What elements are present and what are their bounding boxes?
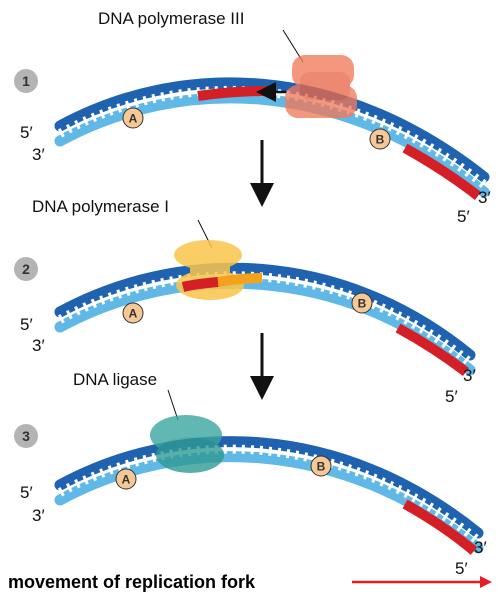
marker-a-label: A [129,112,138,126]
left-top-end-label: 5′ [20,483,33,502]
rna-primer [402,499,478,555]
marker-a-label: A [129,307,138,321]
rna-primer [395,323,470,376]
right-bottom-end-label: 5′ [445,387,458,406]
new-dna-segment [217,273,263,287]
step-number: 2 [22,261,30,277]
step-number: 3 [22,428,30,444]
marker-b-label: B [358,297,367,311]
step-1: 1 DNA polymerase III A B 5′ 3′ 3′ 5′ [14,9,491,226]
enzyme-label: DNA ligase [73,370,157,389]
step-2: 2 DNA polymerase I A B 5′ 3′ 3′ 5′ [14,197,476,406]
template-strand-dark [54,262,476,361]
step-3: 3 DNA ligase A B 5′ 3′ 3′ 5′ [14,370,487,578]
right-top-end-label: 3′ [478,188,491,207]
rna-primer [181,277,219,292]
replication-fork-label: movement of replication fork [8,572,256,592]
step-badge [14,257,38,281]
right-bottom-end-label: 5′ [457,207,470,226]
dna-polymerase-iii [285,55,357,118]
marker-a-label: A [122,473,131,487]
replication-fork-arrow [352,576,492,588]
enzyme-label: DNA polymerase III [98,9,244,28]
step-badge [14,69,38,93]
marker-b-label: B [317,460,326,474]
rna-primer [197,86,269,101]
right-top-end-label: 3′ [463,366,476,385]
right-bottom-end-label: 5′ [455,559,468,578]
base-pairs [57,85,487,189]
marker-b [310,455,332,477]
template-strand-dark [54,436,484,539]
left-bottom-end-label: 3′ [32,336,45,355]
marker-b [369,128,391,150]
rna-primer [402,143,482,200]
marker-b-label: B [376,133,385,147]
left-top-end-label: 5′ [20,315,33,334]
marker-a [122,107,144,129]
step-number: 1 [22,73,30,89]
enzyme-leader-line [167,389,179,421]
base-pairs [57,444,481,545]
marker-b [351,292,373,314]
left-bottom-end-label: 3′ [32,506,45,525]
dna-ligase [150,415,224,473]
step-badge [14,424,38,448]
right-top-end-label: 3′ [474,538,487,557]
left-bottom-end-label: 3′ [32,145,45,164]
enzyme-label: DNA polymerase I [32,197,169,216]
marker-a [115,468,137,490]
marker-a [122,302,144,324]
template-strand-light [54,277,476,376]
left-top-end-label: 5′ [20,123,33,142]
